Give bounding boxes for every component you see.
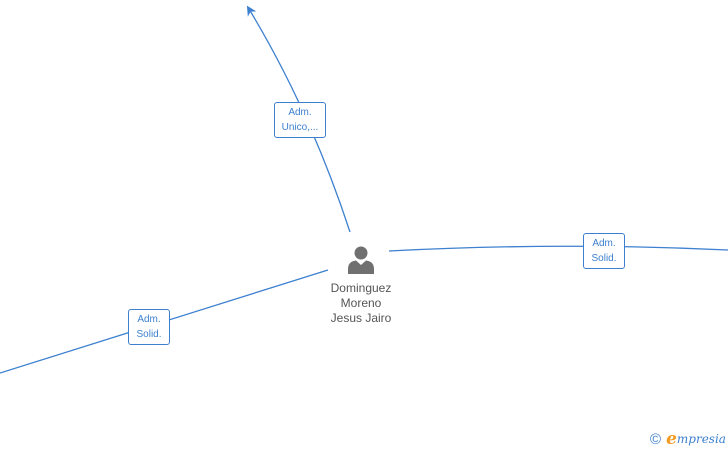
copyright-icon: © [650, 430, 662, 448]
relation-label-left[interactable]: Adm. Solid. [128, 309, 170, 345]
relation-label-line: Solid. [136, 329, 162, 340]
person-node[interactable]: Dominguez Moreno Jesus Jairo [320, 244, 402, 326]
relation-label-right[interactable]: Adm. Solid. [583, 233, 625, 269]
relation-label-line: Adm. [592, 238, 616, 249]
brand-logo-initial: e [666, 429, 677, 449]
person-name-line: Dominguez [330, 281, 392, 295]
person-name-line: Moreno [340, 296, 382, 310]
brand-watermark: © e mpresia [650, 429, 726, 449]
relation-label-line: Adm. [137, 314, 161, 325]
relation-label-line: Solid. [591, 253, 617, 264]
person-name: Dominguez Moreno Jesus Jairo [320, 281, 402, 326]
brand-logo-text: mpresia [676, 432, 726, 446]
person-name-line: Jesus Jairo [330, 311, 392, 325]
person-icon [348, 246, 374, 274]
relation-label-up[interactable]: Adm. Unico,... [274, 102, 326, 138]
relation-label-line: Adm. [288, 107, 312, 118]
relation-label-line: Unico,... [281, 122, 319, 133]
edge-right [388, 245, 728, 252]
